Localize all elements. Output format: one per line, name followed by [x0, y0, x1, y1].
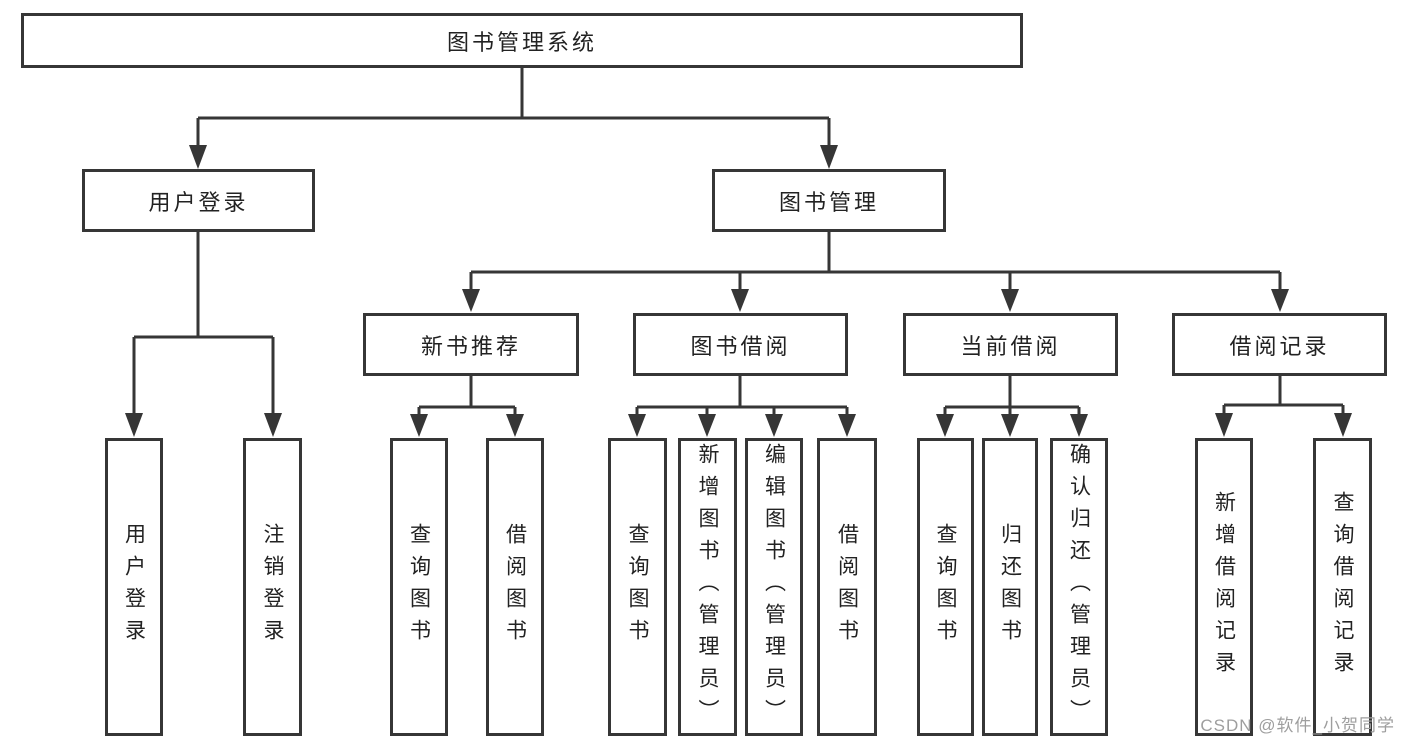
leaf-cb-return-book-label: 归还图书	[998, 523, 1022, 651]
leaf-bb-edit-book-admin-label: 编辑图书（管理员）	[762, 443, 786, 731]
node-new-book-recommend: 新书推荐	[363, 313, 579, 376]
leaf-cb-confirm-return-admin-label: 确认归还（管理员）	[1067, 443, 1091, 731]
leaf-logout: 注销登录	[243, 438, 302, 736]
leaf-br-query-record: 查询借阅记录	[1313, 438, 1372, 736]
leaf-logout-label: 注销登录	[261, 523, 284, 651]
node-borrowing-records: 借阅记录	[1172, 313, 1387, 376]
leaf-cb-return-book: 归还图书	[982, 438, 1038, 736]
leaf-cb-query-book: 查询图书	[917, 438, 974, 736]
node-book-borrowing-label: 图书借阅	[690, 333, 791, 359]
node-book-management: 图书管理	[712, 169, 946, 232]
leaf-user-login: 用户登录	[105, 438, 163, 736]
node-borrowing-records-label: 借阅记录	[1229, 333, 1330, 359]
leaf-bb-edit-book-admin: 编辑图书（管理员）	[745, 438, 803, 736]
leaf-bb-query-book-label: 查询图书	[626, 523, 649, 651]
node-new-book-recommend-label: 新书推荐	[420, 333, 521, 359]
leaf-br-add-record: 新增借阅记录	[1195, 438, 1253, 736]
node-current-borrowing: 当前借阅	[903, 313, 1118, 376]
node-book-borrowing: 图书借阅	[633, 313, 848, 376]
leaf-cb-confirm-return-admin: 确认归还（管理员）	[1050, 438, 1108, 736]
leaf-rec-query-book-label: 查询图书	[407, 523, 431, 651]
leaf-br-query-record-label: 查询借阅记录	[1331, 491, 1354, 683]
leaf-bb-query-book: 查询图书	[608, 438, 667, 736]
arrowheads	[125, 145, 1352, 437]
node-current-borrowing-label: 当前借阅	[960, 333, 1061, 359]
node-root-label: 图书管理系统	[446, 29, 597, 55]
leaf-user-login-label: 用户登录	[122, 523, 146, 651]
leaf-cb-query-book-label: 查询图书	[934, 523, 957, 651]
leaf-bb-borrow-book-label: 借阅图书	[835, 523, 859, 651]
leaf-rec-query-book: 查询图书	[390, 438, 448, 736]
leaf-rec-borrow-book-label: 借阅图书	[503, 523, 527, 651]
leaf-rec-borrow-book: 借阅图书	[486, 438, 544, 736]
node-user-login: 用户登录	[82, 169, 315, 232]
node-root: 图书管理系统	[21, 13, 1023, 68]
node-user-login-label: 用户登录	[148, 189, 249, 215]
csdn-watermark: CSDN @软件_小贺同学	[1200, 716, 1395, 735]
leaf-bb-add-book-admin: 新增图书（管理员）	[678, 438, 737, 736]
leaf-br-add-record-label: 新增借阅记录	[1212, 491, 1236, 683]
node-book-management-label: 图书管理	[778, 189, 879, 215]
leaf-bb-borrow-book: 借阅图书	[817, 438, 877, 736]
leaf-bb-add-book-admin-label: 新增图书（管理员）	[696, 443, 719, 731]
